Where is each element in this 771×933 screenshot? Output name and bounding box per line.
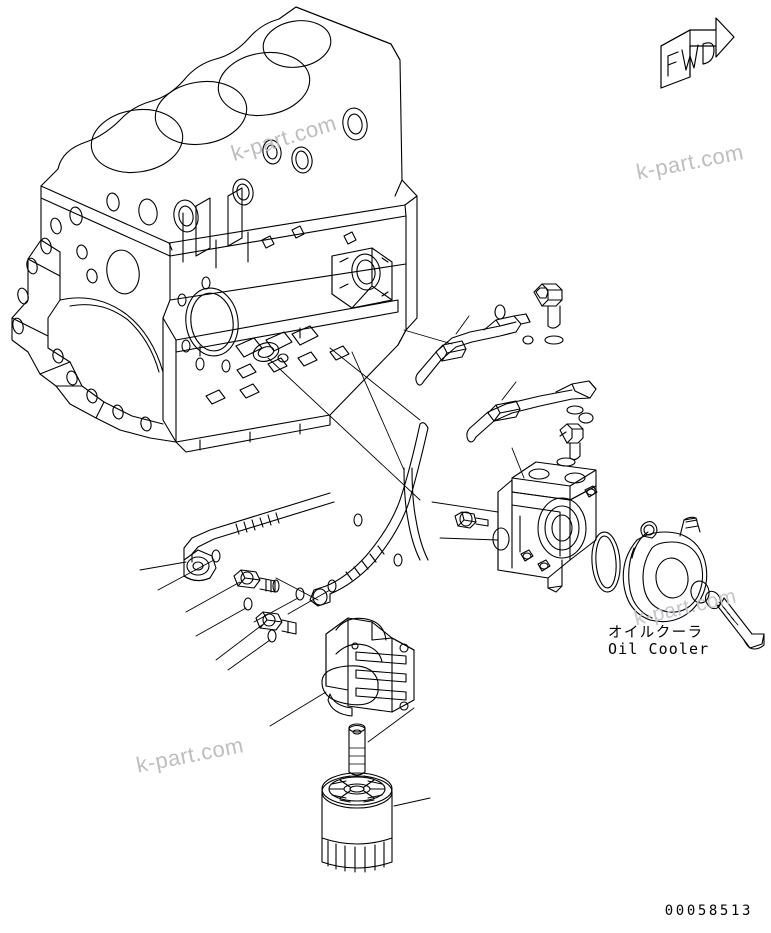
center-curved-pipe xyxy=(275,422,429,607)
washer-lower xyxy=(578,412,594,424)
oil-cooler-callout-label: オイルクーラ Oil Cooler xyxy=(608,625,710,659)
leader-lines xyxy=(267,329,453,501)
elbow-fitting-left-lower xyxy=(215,611,297,661)
sheet-part-number: 00058513 xyxy=(664,903,753,919)
elbow-fitting-lower xyxy=(559,405,584,461)
oil-filter-bracket xyxy=(269,617,415,727)
elbow-fitting-upper xyxy=(533,283,564,345)
oil-cooler-o-ring xyxy=(591,531,621,593)
upper-oil-tube-assembly xyxy=(415,313,531,386)
engine-cylinder-block xyxy=(11,6,418,453)
sealing-washer-set xyxy=(157,513,403,671)
washer-upper xyxy=(522,335,534,345)
oil-cooler-body xyxy=(622,516,710,623)
oil-cooler-label-japanese: オイルクーラ xyxy=(608,625,704,641)
lower-oil-tube-assembly xyxy=(466,380,597,443)
inner-curved-pipe xyxy=(403,467,429,561)
oil-cooler-label-english: Oil Cooler xyxy=(608,640,710,659)
oil-filter-head-housing xyxy=(431,447,598,593)
filter-center-stud xyxy=(348,707,415,776)
forward-direction-arrow xyxy=(660,17,735,89)
spin-on-oil-filter xyxy=(321,772,431,873)
elbow-fitting-left-upper xyxy=(185,569,280,613)
washer-tube-end xyxy=(494,304,506,320)
oil-cooler-center-bolt xyxy=(704,590,765,650)
banjo-bolt-plug xyxy=(454,511,489,529)
left-oil-pipe xyxy=(139,492,335,582)
